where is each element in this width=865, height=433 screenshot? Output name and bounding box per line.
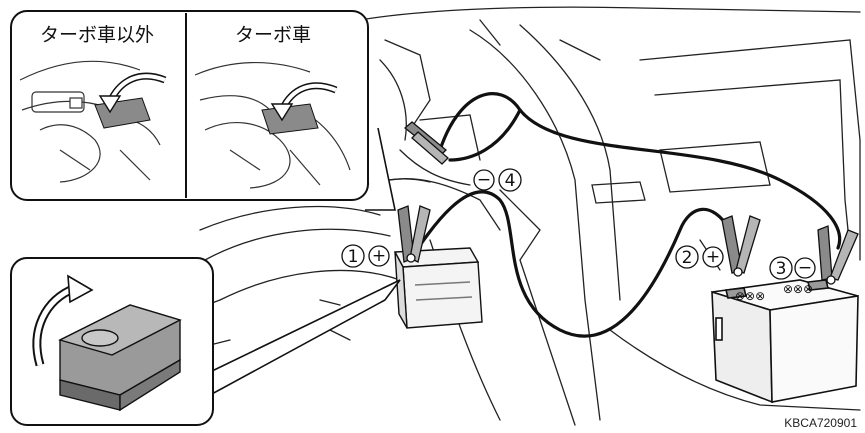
callout-2: 2 + bbox=[675, 245, 724, 269]
vehicle-battery bbox=[393, 247, 483, 329]
inset-title-non-turbo: ターボ車以外 bbox=[40, 24, 154, 46]
step-4-number: 4 bbox=[505, 171, 516, 191]
callout-4: − 4 bbox=[473, 168, 522, 192]
terminal-inset: ターボ車以外 ターボ車 bbox=[10, 10, 396, 211]
callout-3: 3 − bbox=[769, 256, 816, 280]
clamp-2 bbox=[721, 215, 761, 277]
step-1-number: 1 bbox=[348, 247, 359, 267]
figure-code: KBCA720901 bbox=[784, 416, 857, 430]
step-3-number: 3 bbox=[776, 259, 787, 279]
booster-battery bbox=[711, 279, 859, 404]
clamp-1 bbox=[397, 205, 431, 263]
jumper-cables bbox=[408, 92, 842, 338]
battery-caps-left: ⊗⊗⊗ bbox=[735, 289, 765, 303]
callout-1: 1 + bbox=[341, 244, 390, 268]
clamp-3 bbox=[817, 225, 859, 285]
step-2-number: 2 bbox=[682, 248, 693, 268]
inset-title-turbo: ターボ車 bbox=[235, 24, 311, 46]
terminal-cover bbox=[58, 304, 182, 412]
step-2-sign: + bbox=[706, 247, 720, 267]
step-4-sign: − bbox=[477, 170, 491, 190]
clamp-4 bbox=[403, 121, 449, 165]
negative-cable bbox=[438, 92, 842, 250]
battery-caps-right: ⊗⊗⊗ bbox=[783, 282, 813, 296]
positive-cable bbox=[408, 190, 732, 338]
step-1-sign: + bbox=[372, 246, 386, 266]
cover-inset bbox=[10, 257, 401, 426]
step-3-sign: − bbox=[798, 258, 812, 278]
turbo-engine-sketch bbox=[194, 61, 351, 189]
